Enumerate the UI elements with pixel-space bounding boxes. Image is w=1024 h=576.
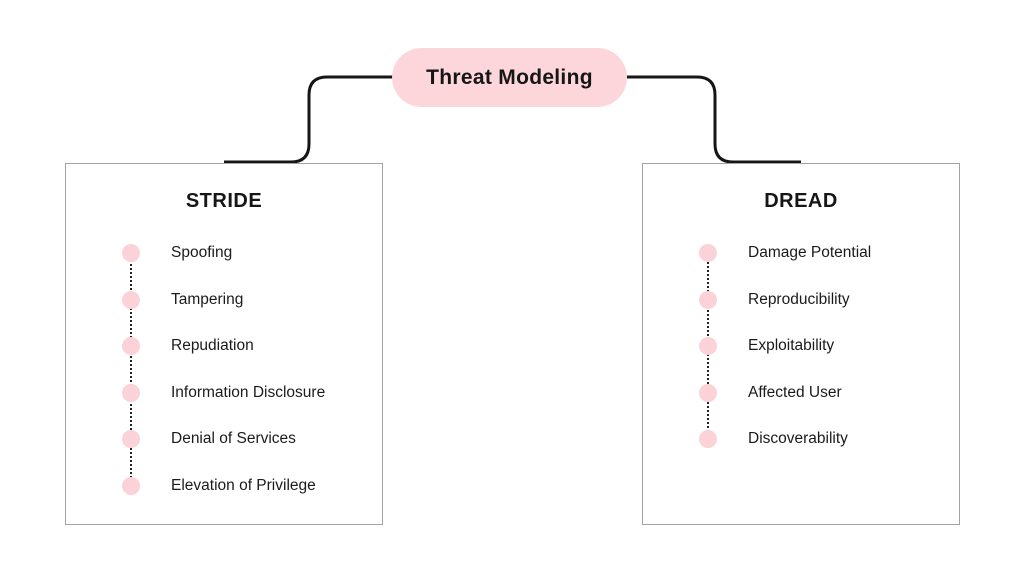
bullet-dot-icon <box>699 383 717 402</box>
item-label: Spoofing <box>171 244 233 262</box>
bullet-dot-icon <box>122 337 140 356</box>
bullet-dot-icon <box>122 244 140 263</box>
list-item: Repudiation <box>66 323 382 370</box>
item-label: Elevation of Privilege <box>171 476 316 494</box>
panel-stride: STRIDE Spoofing Tampering Repudiation In… <box>65 163 383 525</box>
connector-right <box>627 75 801 164</box>
item-label: Repudiation <box>171 337 254 355</box>
item-label: Information Disclosure <box>171 383 326 401</box>
item-label: Exploitability <box>748 337 835 355</box>
list-item: Exploitability <box>643 323 959 370</box>
list-item: Affected User <box>643 370 959 417</box>
panel-dread: DREAD Damage Potential Reproducibility E… <box>642 163 960 525</box>
list-item: Reproducibility <box>643 277 959 324</box>
bullet-dot-icon <box>699 430 717 449</box>
bullet-dot-icon <box>122 383 140 402</box>
connector-left <box>224 75 396 164</box>
bullet-dot-icon <box>699 244 717 263</box>
stride-dotted-connector <box>130 253 132 486</box>
item-label: Tampering <box>171 290 244 308</box>
list-item: Damage Potential <box>643 230 959 277</box>
item-label: Discoverability <box>748 430 848 448</box>
item-label: Affected User <box>748 383 842 401</box>
bullet-dot-icon <box>122 430 140 449</box>
list-item: Denial of Services <box>66 416 382 463</box>
bullet-dot-icon <box>699 290 717 309</box>
list-item: Elevation of Privilege <box>66 463 382 510</box>
bullet-dot-icon <box>122 290 140 309</box>
stride-item-list: Spoofing Tampering Repudiation Informati… <box>66 230 382 509</box>
bullet-dot-icon <box>122 476 140 495</box>
panel-dread-title: DREAD <box>764 190 838 212</box>
panel-stride-title: STRIDE <box>185 190 263 212</box>
item-label: Damage Potential <box>748 244 872 262</box>
list-item: Tampering <box>66 277 382 324</box>
item-label: Denial of Services <box>171 430 296 448</box>
dread-item-list: Damage Potential Reproducibility Exploit… <box>643 230 959 463</box>
list-item: Information Disclosure <box>66 370 382 417</box>
root-node-threat-modeling: Threat Modeling <box>392 48 627 107</box>
bullet-dot-icon <box>699 337 717 356</box>
list-item: Discoverability <box>643 416 959 463</box>
item-label: Reproducibility <box>748 290 850 308</box>
root-node-label: Threat Modeling <box>426 65 593 89</box>
list-item: Spoofing <box>66 230 382 277</box>
